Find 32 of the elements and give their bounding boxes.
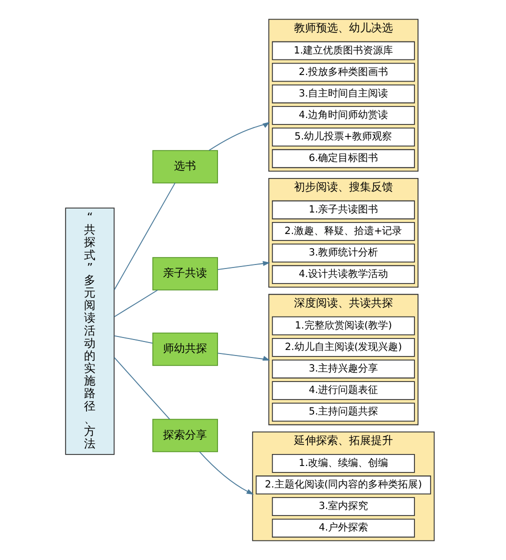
node-box: 探索分享 <box>152 418 218 452</box>
node-box: 2.激趣、释疑、拾遗+记录 <box>271 222 414 241</box>
arrow <box>216 352 270 361</box>
node-box: 1.改编、续编、创编 <box>271 454 414 473</box>
node-box: 1.完整欣赏阅读(教学) <box>271 316 414 336</box>
node-box: 2.投放多种类图画书 <box>271 62 414 82</box>
node-box: 3.主持兴趣分享 <box>271 360 414 378</box>
node-box: 5.主持问题共探 <box>271 402 414 422</box>
node-box: 3.室内探究 <box>271 497 414 516</box>
node-box: 3.自主时间自主阅读 <box>271 84 414 104</box>
node-box: 3.教师统计分析 <box>271 244 414 262</box>
node-box: 师幼共探 <box>152 332 218 366</box>
connector <box>113 335 152 344</box>
connector <box>113 357 170 420</box>
node-box: 4.设计共读教学活动 <box>271 265 414 284</box>
node-box: 2.主题化阅读(同内容的多种类拓展) <box>255 476 431 494</box>
node-box: 选书 <box>152 150 218 184</box>
node-box: 4.户外探索 <box>271 518 414 538</box>
arrow <box>208 122 270 151</box>
node-box: 6.确定目标图书 <box>271 149 414 168</box>
node-box: 4.边角时间师幼赏读 <box>271 106 414 125</box>
node-box: 4.进行问题表征 <box>271 381 414 400</box>
node-box: 1.建立优质图书资源库 <box>271 41 414 60</box>
arrow <box>198 451 254 495</box>
connector <box>113 182 176 290</box>
connector <box>113 290 158 318</box>
node-box: 1.亲子共读图书 <box>271 200 414 220</box>
node-box: 5.幼儿投票+教师观察 <box>271 128 414 146</box>
arrow <box>216 261 270 270</box>
node-box: “共探式”多元阅读活动的实施路径、方法 <box>64 208 114 455</box>
node-box: 2.幼儿自主阅读(发现兴趣) <box>271 338 414 357</box>
node-box: 亲子共读 <box>152 257 218 290</box>
